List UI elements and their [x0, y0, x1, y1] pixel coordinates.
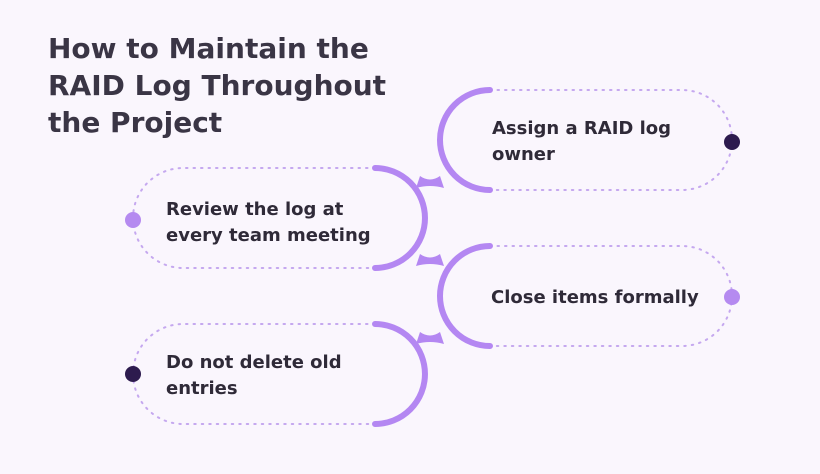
junction-1 — [416, 176, 444, 188]
step-3-dot — [724, 289, 740, 305]
step-4-text: Do not delete old entries — [166, 350, 342, 402]
step-2-text: Review the log at every team meeting — [166, 197, 371, 249]
junction-3 — [416, 332, 444, 344]
step-line: Review the log at — [166, 199, 344, 220]
step-4-arc — [372, 321, 428, 427]
step-3-text: Close items formally — [491, 285, 699, 311]
junction-2 — [416, 254, 444, 266]
step-line: Assign a RAID log — [492, 118, 672, 139]
step-2-arc — [372, 165, 428, 271]
step-1-text: Assign a RAID log owner — [492, 116, 671, 168]
step-line: Do not delete old — [166, 352, 342, 373]
step-line: owner — [492, 144, 555, 165]
step-1-arc — [437, 87, 493, 193]
step-1-dot — [724, 134, 740, 150]
step-3-arc — [437, 243, 493, 349]
step-line: entries — [166, 378, 238, 399]
step-line: Close items formally — [491, 287, 699, 308]
page-title: How to Maintain the RAID Log Throughout … — [48, 30, 428, 141]
title-line: How to Maintain the — [48, 32, 369, 65]
title-line: RAID Log Throughout — [48, 69, 387, 102]
title-line: the Project — [48, 106, 223, 139]
step-2-dot — [125, 212, 141, 228]
step-line: every team meeting — [166, 225, 371, 246]
step-4-dot — [125, 366, 141, 382]
